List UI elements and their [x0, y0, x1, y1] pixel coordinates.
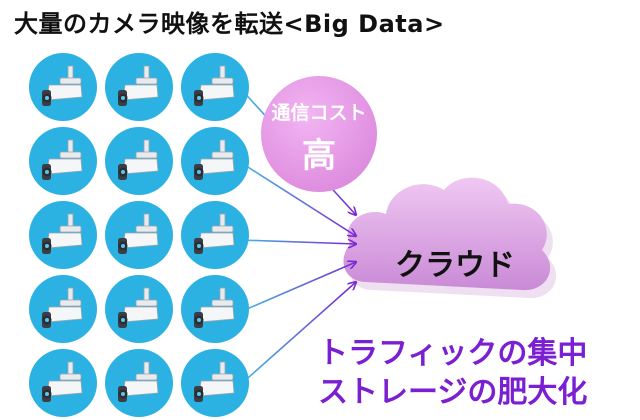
- camera-icon: [105, 275, 173, 343]
- communication-cost-bubble: 通信コスト 高: [261, 76, 377, 192]
- camera-icon: [29, 349, 97, 417]
- camera-icon: [29, 201, 97, 269]
- arrow-3: [239, 239, 356, 244]
- camera-icon: [105, 349, 173, 417]
- camera-icon: [105, 201, 173, 269]
- cost-level: 高: [302, 136, 336, 176]
- page-title: 大量のカメラ映像を転送<Big Data>: [14, 10, 445, 38]
- cloud-label: クラウド: [395, 248, 515, 283]
- camera-icon: [181, 53, 249, 121]
- cost-label: 通信コスト: [271, 102, 367, 124]
- arrow-5: [239, 282, 356, 386]
- camera-icon: [29, 275, 97, 343]
- camera-icon: [29, 53, 97, 121]
- camera-icon: [181, 127, 249, 195]
- camera-icon: [181, 201, 249, 269]
- camera-icon: [181, 275, 249, 343]
- camera-icon: [105, 127, 173, 195]
- effect-traffic: トラフィックの集中: [318, 336, 588, 371]
- camera-grid: [29, 53, 249, 417]
- cloud-shape: [343, 177, 557, 299]
- effect-storage: ストレージの肥大化: [318, 375, 588, 410]
- arrow-2: [239, 161, 356, 236]
- camera-icon: [105, 53, 173, 121]
- camera-icon: [29, 127, 97, 195]
- arrow-4: [239, 262, 356, 313]
- camera-icon: [181, 349, 249, 417]
